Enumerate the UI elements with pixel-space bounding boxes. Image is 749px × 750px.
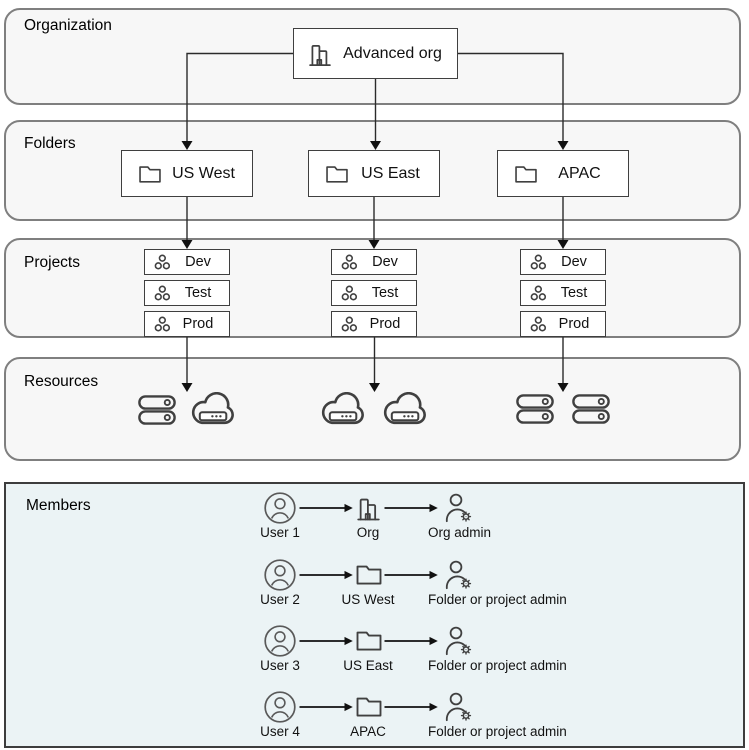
folder-label: US East — [361, 164, 420, 182]
resources-section-label: Resources — [24, 373, 99, 390]
folder-icon — [354, 628, 384, 653]
project-label: Dev — [561, 254, 587, 270]
member-role-label: Org admin — [428, 525, 492, 540]
project-label: Dev — [185, 254, 211, 270]
project-label: Prod — [182, 316, 214, 332]
admin-gear-icon — [442, 559, 474, 591]
arrow-right-icon — [384, 502, 438, 514]
folder-node-us-west: US West — [121, 150, 253, 197]
member-target-label: US West — [341, 592, 395, 607]
projects-section-label: Projects — [24, 254, 80, 271]
project-node-test: Test — [331, 280, 417, 306]
member-role-label: Folder or project admin — [428, 592, 567, 607]
admin-gear-icon — [442, 691, 474, 723]
resources-section — [4, 357, 741, 461]
server-stack-icon — [572, 394, 610, 424]
arrow-right-icon — [384, 701, 438, 713]
member-user-label: User 2 — [260, 592, 300, 607]
admin-gear-icon — [442, 625, 474, 657]
folders-section-label: Folders — [24, 135, 76, 152]
project-dots-icon — [153, 253, 171, 271]
member-target-label: APAC — [350, 724, 386, 739]
arrow-right-icon — [299, 502, 353, 514]
folder-icon — [513, 163, 539, 185]
user-icon — [263, 690, 297, 724]
member-user-label: User 4 — [260, 724, 300, 739]
user-icon — [263, 624, 297, 658]
organization-node-label: Advanced org — [343, 44, 442, 62]
cloud-server-icon — [320, 392, 366, 428]
project-label: Test — [560, 285, 588, 301]
organization-section-label: Organization — [24, 17, 112, 34]
member-target-label: Org — [356, 525, 380, 540]
project-dots-icon — [340, 284, 358, 302]
organization-node: Advanced org — [293, 28, 458, 79]
arrow-right-icon — [299, 569, 353, 581]
member-target-label: US East — [343, 658, 393, 673]
member-role-label: Folder or project admin — [428, 658, 567, 673]
cloud-server-icon — [382, 392, 428, 428]
project-label: Dev — [372, 254, 398, 270]
project-dots-icon — [153, 315, 171, 333]
member-user-label: User 1 — [260, 525, 300, 540]
project-dots-icon — [340, 315, 358, 333]
project-dots-icon — [529, 253, 547, 271]
project-node-prod: Prod — [331, 311, 417, 337]
arrow-right-icon — [299, 635, 353, 647]
project-node-dev: Dev — [520, 249, 606, 275]
project-node-test: Test — [520, 280, 606, 306]
members-section — [4, 482, 745, 748]
server-stack-icon — [516, 394, 554, 424]
folder-icon — [354, 694, 384, 719]
folder-icon — [137, 163, 163, 185]
member-user-label: User 3 — [260, 658, 300, 673]
folder-node-apac: APAC — [497, 150, 629, 197]
project-node-dev: Dev — [331, 249, 417, 275]
org-building-icon — [354, 494, 383, 522]
folder-label: APAC — [558, 164, 601, 182]
arrow-right-icon — [384, 569, 438, 581]
project-label: Prod — [558, 316, 590, 332]
project-dots-icon — [529, 284, 547, 302]
members-section-label: Members — [26, 497, 91, 514]
project-label: Test — [371, 285, 399, 301]
folder-label: US West — [172, 164, 235, 182]
project-label: Prod — [369, 316, 401, 332]
member-role-label: Folder or project admin — [428, 724, 567, 739]
project-dots-icon — [153, 284, 171, 302]
arrow-right-icon — [384, 635, 438, 647]
server-stack-icon — [138, 395, 176, 425]
project-node-prod: Prod — [144, 311, 230, 337]
org-building-icon — [306, 41, 334, 67]
project-node-prod: Prod — [520, 311, 606, 337]
arrow-right-icon — [299, 701, 353, 713]
user-icon — [263, 558, 297, 592]
project-label: Test — [184, 285, 212, 301]
project-dots-icon — [529, 315, 547, 333]
folder-node-us-east: US East — [308, 150, 440, 197]
project-node-test: Test — [144, 280, 230, 306]
user-icon — [263, 491, 297, 525]
folder-icon — [354, 562, 384, 587]
project-dots-icon — [340, 253, 358, 271]
admin-gear-icon — [442, 492, 474, 524]
folder-icon — [324, 163, 350, 185]
cloud-server-icon — [190, 392, 236, 428]
project-node-dev: Dev — [144, 249, 230, 275]
